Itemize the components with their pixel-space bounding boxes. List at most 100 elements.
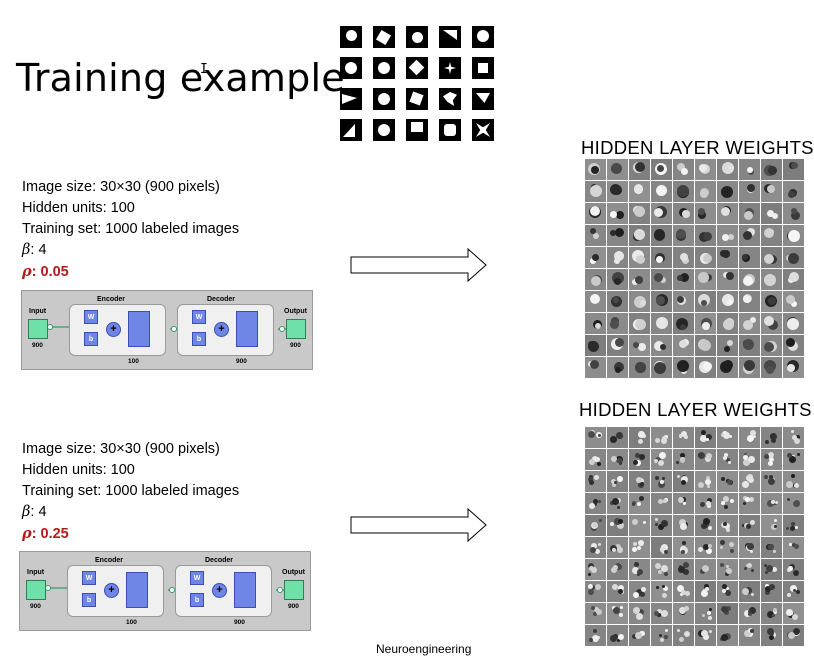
weight-tile — [717, 471, 738, 492]
example-image — [406, 88, 428, 110]
image-size-text: Image size: 30×30 (900 pixels) — [22, 441, 220, 457]
rho-value: : 0.25 — [31, 526, 69, 542]
weight-tile — [673, 181, 694, 202]
weight-tile — [585, 515, 606, 536]
weight-tile — [585, 537, 606, 558]
encoder-sum-icon: + — [104, 583, 119, 598]
rho-symbol: ρ — [22, 525, 32, 542]
right-arrow-icon — [350, 248, 487, 282]
example-image — [373, 26, 395, 48]
weight-tile — [651, 225, 672, 246]
weight-tile — [717, 515, 738, 536]
encoder-sum-icon: + — [106, 322, 121, 337]
weight-tile — [783, 313, 804, 334]
weight-tile — [695, 493, 716, 514]
weight-tile — [629, 203, 650, 224]
decoder-label: Decoder — [207, 296, 236, 303]
weight-tile — [673, 493, 694, 514]
weight-tile — [629, 471, 650, 492]
weight-tile — [717, 291, 738, 312]
example-image — [340, 57, 362, 79]
weights-title-2: HIDDEN LAYER WEIGHTS — [579, 399, 812, 420]
decoder-w-block: W — [192, 310, 206, 324]
weight-tile — [629, 581, 650, 602]
decoder-size: 900 — [236, 358, 247, 365]
example-image — [439, 119, 461, 141]
weight-tile — [607, 471, 628, 492]
beta-line: β: 4 — [22, 240, 239, 261]
weight-tile — [673, 427, 694, 448]
text-cursor-icon: I — [200, 62, 208, 77]
weight-tile — [673, 269, 694, 290]
weight-tile — [761, 471, 782, 492]
weight-tile — [739, 625, 760, 646]
weight-tile — [607, 203, 628, 224]
rho-line: ρ: 0.25 — [22, 523, 239, 545]
weight-tile — [695, 427, 716, 448]
weight-tile — [607, 493, 628, 514]
weight-tile — [629, 335, 650, 356]
example-image — [472, 57, 494, 79]
decoder-sum-icon: + — [214, 322, 229, 337]
weight-tile — [629, 225, 650, 246]
training-set-text: Training set: 1000 labeled images — [22, 221, 240, 237]
weight-tile — [629, 357, 650, 378]
weight-tile — [695, 225, 716, 246]
weight-tile — [739, 247, 760, 268]
weight-tile — [739, 493, 760, 514]
example-image — [340, 88, 362, 110]
weight-tile — [651, 335, 672, 356]
weight-tile — [695, 603, 716, 624]
rho-symbol: ρ — [22, 263, 32, 280]
weight-tile — [783, 493, 804, 514]
weight-tile — [761, 625, 782, 646]
weight-tile — [651, 159, 672, 180]
weight-tile — [607, 427, 628, 448]
weight-tile — [673, 559, 694, 580]
autoencoder-diagram-2: Input 900 Encoder W b + 100 Decoder W b … — [19, 551, 311, 631]
weight-tile — [629, 313, 650, 334]
example-image — [373, 57, 395, 79]
weight-tile — [717, 269, 738, 290]
beta-symbol: β — [22, 504, 31, 520]
weight-tile — [673, 537, 694, 558]
example-image — [439, 26, 461, 48]
weight-tile — [585, 357, 606, 378]
weight-tile — [717, 335, 738, 356]
weight-tile — [783, 581, 804, 602]
input-node — [28, 319, 48, 339]
weight-tile — [717, 203, 738, 224]
decoder-b-block: b — [190, 593, 204, 607]
encoder-b-block: b — [82, 593, 96, 607]
weight-tile — [739, 449, 760, 470]
weight-tile — [761, 537, 782, 558]
weight-tile — [585, 247, 606, 268]
beta-line: β: 4 — [22, 502, 239, 523]
weight-tile — [629, 269, 650, 290]
example-image — [340, 26, 362, 48]
slide-footer: Neuroengineering — [376, 642, 472, 656]
weight-tile — [607, 313, 628, 334]
weight-tile — [739, 269, 760, 290]
beta-symbol: β — [22, 242, 31, 258]
weight-tile — [739, 603, 760, 624]
weight-tile — [585, 625, 606, 646]
weight-tile — [717, 225, 738, 246]
weight-tile — [585, 225, 606, 246]
weight-tile — [585, 203, 606, 224]
weight-tile — [585, 493, 606, 514]
weight-tile — [695, 537, 716, 558]
weight-tile — [673, 581, 694, 602]
example-image — [406, 119, 428, 141]
weight-tile — [629, 181, 650, 202]
weight-tile — [783, 625, 804, 646]
weight-tile — [673, 335, 694, 356]
decoder-sum-icon: + — [212, 583, 227, 598]
weight-tile — [783, 427, 804, 448]
example-image — [406, 26, 428, 48]
weight-tile — [673, 357, 694, 378]
encoder-w-block: W — [82, 571, 96, 585]
weight-tile — [673, 313, 694, 334]
params-block-1: Image size: 30×30 (900 pixels) Hidden un… — [22, 177, 239, 283]
weight-tile — [739, 291, 760, 312]
